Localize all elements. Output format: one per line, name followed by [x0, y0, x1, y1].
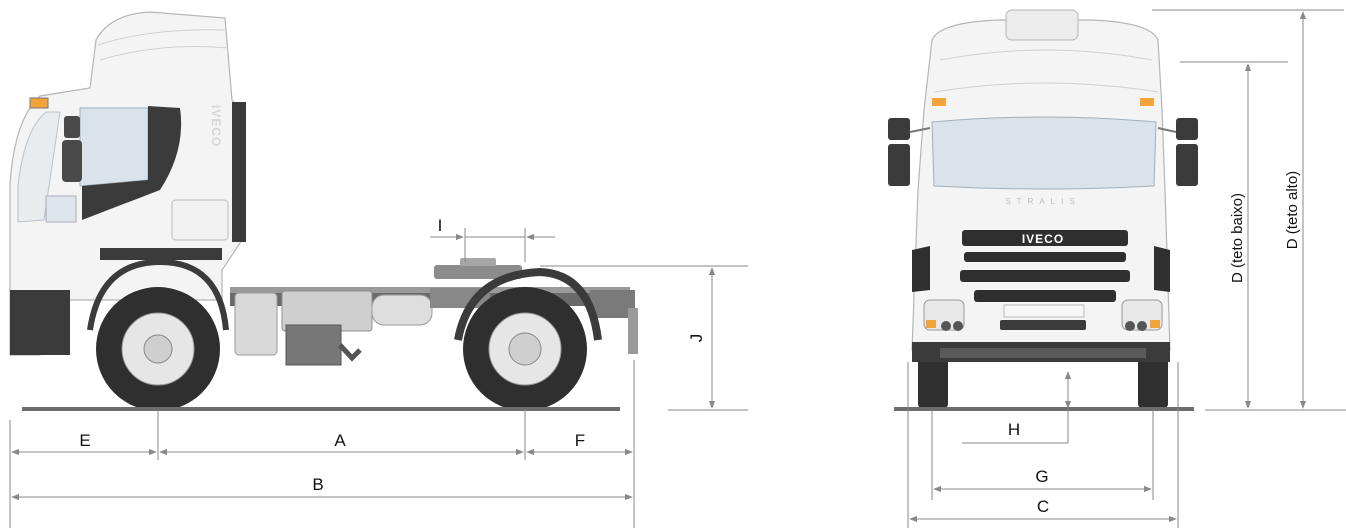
fuel-tank — [234, 292, 278, 356]
front-marker-left — [932, 98, 946, 106]
model-text: STRALIS — [1005, 197, 1080, 206]
front-wheel — [96, 287, 220, 411]
side-brand-text: IVECO — [209, 105, 223, 147]
dim-C-label: C — [1037, 497, 1049, 516]
dim-A-label: A — [334, 431, 346, 450]
mirror-left — [888, 118, 910, 140]
dim-D-low-label: D (teto baixo) — [1229, 193, 1246, 283]
dim-J-label: J — [687, 334, 706, 343]
rear-fender — [454, 267, 602, 341]
dim-B-label: B — [312, 475, 323, 494]
dim-E-label: E — [79, 431, 90, 450]
rear-wheel — [463, 287, 587, 411]
mirror-right — [1176, 118, 1198, 140]
front-marker-right — [1140, 98, 1154, 106]
windshield — [931, 116, 1157, 190]
side-view-truck: IVECO — [9, 11, 638, 411]
dim-I-label: I — [438, 216, 443, 235]
dim-F-label: F — [575, 431, 585, 450]
front-right-tire — [1138, 352, 1168, 408]
roof-hatch — [1005, 9, 1079, 41]
dim-G-label: G — [1035, 467, 1048, 486]
fifth-wheel — [434, 265, 522, 279]
battery-box — [285, 324, 342, 366]
dim-D-high-label: D (teto alto) — [1284, 171, 1301, 249]
side-window — [79, 107, 149, 187]
marker-lamp — [29, 97, 49, 109]
dim-H-label: H — [1008, 420, 1020, 439]
front-brand-text: IVECO — [1022, 232, 1064, 246]
side-mirror — [62, 140, 82, 182]
front-view-truck: STRALIS IVECO — [888, 9, 1198, 408]
front-left-tire — [918, 352, 948, 408]
